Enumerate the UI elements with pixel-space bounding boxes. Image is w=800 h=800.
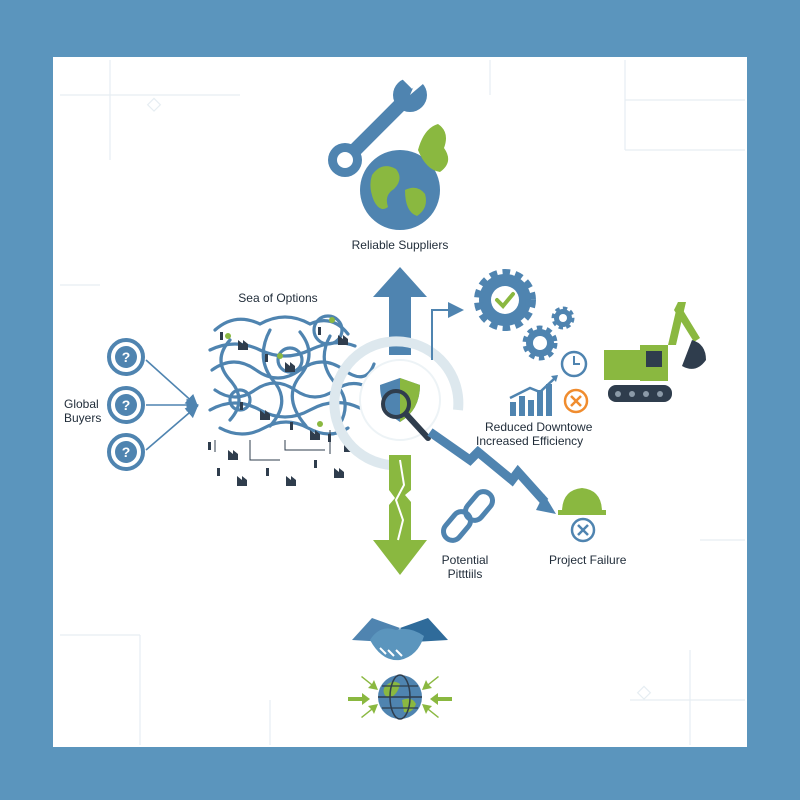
- question-icon: ?: [107, 338, 145, 376]
- increased-efficiency-label: Increased Efficiency: [476, 434, 584, 448]
- factory-icon: [312, 460, 344, 478]
- excavator-icon: [604, 302, 706, 402]
- maze-graphic: [208, 314, 377, 436]
- reduced-downtime-label: Reduced Downtowe: [485, 420, 593, 434]
- handshake-icon: [352, 618, 448, 661]
- factory-icon: [206, 442, 238, 460]
- maze-connectors: [214, 430, 331, 461]
- gear-icon: [551, 306, 575, 330]
- question-icon: ?: [107, 386, 145, 424]
- sea-of-options-label: Sea of Options: [238, 291, 318, 305]
- hard-hat-icon: [558, 488, 606, 543]
- potential-pitfalls-label-line2: Pitttiils: [447, 567, 483, 581]
- factory-icon: [263, 354, 295, 372]
- clock-icon: [560, 350, 588, 378]
- gear-icons: [474, 269, 575, 361]
- reliable-suppliers-label: Reliable Suppliers: [351, 238, 449, 252]
- svg-text:?: ?: [122, 349, 131, 365]
- gear-icon: [522, 325, 558, 361]
- question-icons: ? ? ?: [107, 338, 145, 471]
- svg-text:?: ?: [122, 397, 131, 413]
- background-decoration: [60, 60, 745, 745]
- factory-icon: [215, 468, 247, 486]
- converging-arrows: [348, 676, 452, 718]
- magnifier-icon: [381, 389, 431, 441]
- factory-icon: [288, 422, 320, 440]
- factory-icon: [316, 327, 348, 345]
- efficiency-connector: [431, 302, 464, 360]
- global-buyers-label-line2: Buyers: [64, 411, 102, 425]
- bar-chart-icon: [509, 375, 558, 416]
- x-alert-icon: [563, 388, 589, 414]
- factory-icon: [218, 332, 248, 350]
- global-buyers-label-line1: Global: [64, 397, 99, 411]
- factory-icon: [238, 402, 270, 420]
- bottom-globe-icon: [378, 674, 422, 720]
- down-arrow: [373, 455, 427, 575]
- wrench-icon: [328, 69, 430, 177]
- buyer-arrows: [145, 359, 200, 451]
- factory-icon: [264, 468, 296, 486]
- project-failure-label: Project Failure: [549, 553, 627, 567]
- potential-pitfalls-label-line1: Potential: [441, 553, 489, 567]
- maze-highlights: [225, 317, 335, 427]
- broken-chain-icon: [441, 489, 495, 543]
- globe-icon: [360, 124, 449, 230]
- failure-crack: [427, 428, 556, 514]
- gear-icon: [474, 269, 536, 331]
- question-icon: ?: [107, 433, 145, 471]
- svg-text:?: ?: [122, 444, 131, 460]
